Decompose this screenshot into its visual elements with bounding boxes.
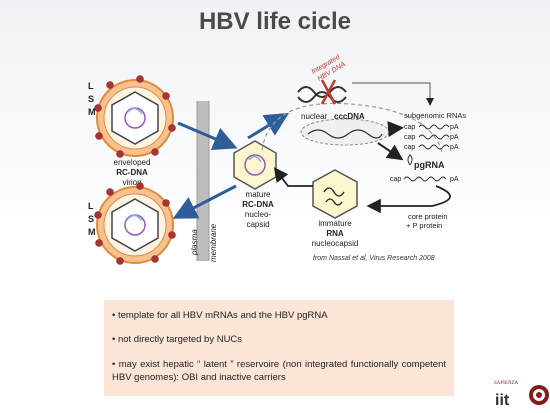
rna-wave-1 (418, 124, 450, 130)
transcription-arrow-1 (387, 121, 404, 137)
capsid-label: capsid (246, 220, 269, 229)
rna-label: RNA (326, 229, 344, 238)
l-label-2: L (88, 201, 94, 211)
cap-1: cap (404, 124, 415, 131)
egress-arrow (172, 184, 237, 219)
cccdna-label: cccDNA (334, 112, 365, 121)
bullet-reservoir: • may exist hepatic “ latent ” reservoir… (112, 359, 446, 383)
recycling-arrow (273, 167, 313, 187)
enveloped-label: enveloped (114, 158, 151, 167)
bullet-templates: • template for all HBV mRNAs and the HBV… (112, 310, 328, 321)
integrated-to-rna-arrow (352, 82, 434, 106)
immature-label: immature (318, 219, 352, 228)
sapienza-iit-logo: SAPIENZA iit (494, 381, 549, 409)
translation-arrow (366, 185, 451, 214)
bullet-nucs: • not directly targeted by NUCs (112, 334, 243, 345)
enveloped-virion-bottom (94, 182, 176, 265)
plasma-label: plasma (190, 229, 199, 256)
cccdna-strand (307, 129, 383, 139)
immature-nucleocapsid (312, 169, 358, 219)
subgenomic-label: subgenomic RNAs (404, 111, 466, 120)
rna-wave-2 (418, 134, 450, 140)
pgrna-label: pgRNA (414, 160, 445, 170)
rna-wave-3 (418, 144, 450, 150)
s-label-2: S (88, 214, 94, 224)
core-protein-label: core protein (408, 212, 448, 221)
m-label: M (88, 107, 96, 117)
source-credit: from Nassal et al, Virus Research 2008 (313, 255, 435, 262)
cap-2: cap (404, 134, 415, 141)
hbv-life-cycle-diagram: plasma membrane L S M enveloped RC-DNA v… (88, 53, 466, 265)
s-label: S (88, 94, 94, 104)
immature-nucleocapsid-label: nucleocapsid (312, 239, 359, 248)
enveloped-virion-top (94, 75, 176, 158)
logo-sapienza-text: SAPIENZA (494, 381, 519, 386)
integrated-dna-icon (297, 79, 347, 105)
entry-arrow (177, 121, 238, 150)
nuclear-label: nuclear (301, 112, 328, 121)
pgrna-stemloop (407, 154, 413, 166)
membrane-label: membrane (209, 223, 218, 262)
transcription-arrow-2 (377, 142, 404, 161)
cap-3: cap (404, 144, 415, 151)
cccdna-circle (300, 118, 390, 146)
pa-4: pA (450, 176, 459, 183)
pa-2: pA (450, 134, 459, 141)
rc-dna-label: RC-DNA (116, 168, 148, 177)
mature-nucleocapsid (233, 140, 277, 190)
nucleo-label: nucleo- (245, 210, 272, 219)
virion-label: virion (122, 178, 141, 187)
pa-3: pA (450, 144, 459, 151)
mature-rcdna-label: RC-DNA (242, 200, 274, 209)
plasma-membrane (197, 101, 209, 261)
l-label: L (88, 81, 94, 91)
logo-iit-text: iit (495, 392, 510, 409)
info-box: • template for all HBV mRNAs and the HBV… (104, 300, 454, 396)
p-protein-label: + P protein (406, 221, 442, 230)
slide-title: HBV life cicle (198, 8, 352, 35)
pgrna-wave (403, 176, 447, 182)
mature-label: mature (246, 190, 271, 199)
m-label-2: M (88, 227, 96, 237)
cap-4: cap (390, 176, 401, 183)
pa-1: pA (450, 124, 459, 131)
